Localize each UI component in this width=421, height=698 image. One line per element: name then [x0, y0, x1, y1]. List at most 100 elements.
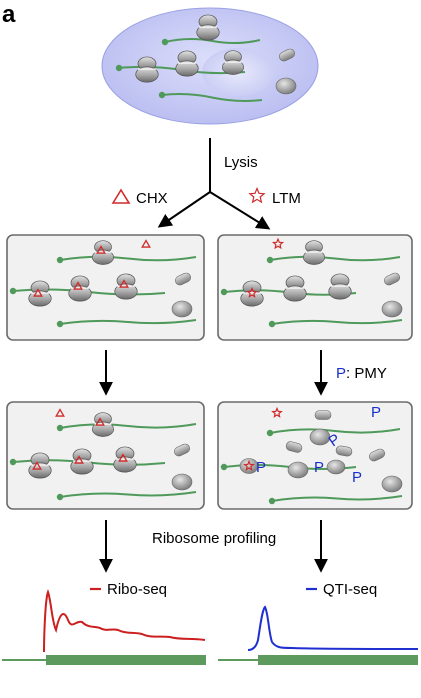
triangle-outline-icon [141, 239, 151, 248]
mrna-strand [59, 491, 197, 498]
free-subunit-icon [175, 272, 191, 286]
qti-seq-trace [247, 605, 419, 651]
free-subunit-icon [381, 300, 403, 318]
triangle-outline-icon [119, 279, 129, 288]
mrna-cap-dot [220, 288, 228, 296]
chx-treated-box [6, 401, 205, 510]
free-subunit-icon [384, 272, 400, 286]
free-subunit-icon [381, 475, 403, 493]
mrna-cap-dot [268, 497, 276, 505]
ltm-label: LTM [272, 190, 301, 207]
free-subunit-icon [239, 458, 259, 474]
mrna-cap-dot [158, 91, 166, 99]
mrna-cap-dot [161, 38, 169, 46]
subunit-body [285, 441, 303, 453]
mrna-cap-dot [220, 463, 228, 471]
lysis-arrows [157, 138, 271, 230]
pmy-label: : PMY [346, 365, 387, 382]
free-subunit-icon [174, 443, 190, 457]
free-subunit-icon [275, 77, 297, 95]
cell [101, 7, 319, 125]
triangle-outline-icon [32, 461, 42, 470]
free-subunit-icon [287, 461, 309, 479]
ribosome-icon [113, 446, 137, 473]
chx-legend: CHX [111, 188, 168, 207]
mrna-cap-dot [56, 493, 64, 501]
ribosome-large-subunit [196, 24, 220, 41]
triangle-outline-icon [55, 408, 65, 417]
subunit-body [384, 272, 400, 286]
free-subunit-icon [335, 445, 353, 457]
mrna-strand [269, 428, 401, 434]
mrna-cap-dot [266, 256, 274, 264]
mrna-strand [271, 495, 403, 502]
free-subunit-icon [285, 441, 303, 453]
arrow-to-chx [157, 191, 211, 228]
free-subunit-icon [171, 473, 193, 491]
ribosome-icon [328, 273, 352, 300]
ribosome-icon [240, 280, 264, 307]
pmy-legend: P : PMY [336, 365, 387, 382]
mrna-strand [59, 319, 197, 325]
subunit-body [335, 445, 353, 457]
ribosome-icon [303, 240, 325, 265]
mrna-strand [271, 319, 403, 325]
ribosome-icon [283, 275, 307, 302]
free-subunit-icon [279, 48, 295, 62]
ribo-seq-legend: Ribo-seq [90, 581, 167, 598]
qti-seq-label: QTI-seq [323, 581, 377, 598]
ribosome-large-subunit [175, 60, 199, 77]
subunit-body [279, 48, 295, 62]
mrna-strand [59, 423, 197, 429]
pmy-symbol: P [336, 365, 346, 382]
chx-lysate-contents [9, 239, 197, 328]
chx-treated-contents [9, 408, 197, 501]
ribosome-large-subunit [328, 283, 352, 300]
chx-label: CHX [136, 190, 168, 207]
mrna-strand [164, 38, 261, 44]
lysis-label: Lysis [224, 154, 258, 171]
mrna-strand [161, 93, 263, 102]
qti-seq-legend: QTI-seq [306, 581, 377, 598]
subunit-body [175, 272, 191, 286]
ribosome-icon [196, 14, 220, 41]
ribosome-icon [135, 56, 159, 83]
free-subunit-icon [326, 459, 346, 475]
ribosome-icon [28, 452, 52, 479]
ribo-cds-bar [46, 655, 206, 665]
triangle-outline-icon [111, 188, 131, 204]
star-outline-icon [246, 286, 258, 298]
panel-label: a [2, 1, 16, 28]
mrna-cap-dot [9, 287, 17, 295]
ribosome-large-subunit [303, 249, 325, 265]
mrna-cap-dot [115, 64, 123, 72]
ribosome-icon [222, 50, 244, 75]
free-subunit-icon [314, 410, 332, 420]
ribosome-large-subunit [222, 59, 244, 75]
triangle-outline-icon [118, 453, 128, 462]
free-subunit-icon [369, 448, 385, 462]
arrow-to-ltm [209, 191, 271, 230]
mrna-cap-dot [266, 429, 274, 437]
free-subunit-icon [309, 428, 331, 446]
triangle-outline-icon [96, 245, 106, 254]
ribo-seq-trace [43, 589, 206, 653]
mrna-strand [59, 255, 197, 262]
ribo-seq-label: Ribo-seq [107, 581, 167, 598]
triangle-outline-icon [73, 281, 83, 290]
puromycin-glyph: P [256, 459, 266, 476]
ltm-legend: LTM [248, 186, 301, 207]
cell-contents [115, 14, 297, 102]
pmy-treated-box [217, 401, 413, 510]
subunit-body [369, 448, 385, 462]
mrna-cap-dot [268, 320, 276, 328]
mrna-cap-dot [56, 320, 64, 328]
puromycin-glyph: P [352, 469, 362, 486]
free-subunit-icon [171, 300, 193, 318]
ribosome-icon [175, 50, 199, 77]
star-outline-icon [271, 406, 283, 418]
ribosome-large-subunit [283, 285, 307, 302]
star-outline-icon [243, 459, 255, 471]
